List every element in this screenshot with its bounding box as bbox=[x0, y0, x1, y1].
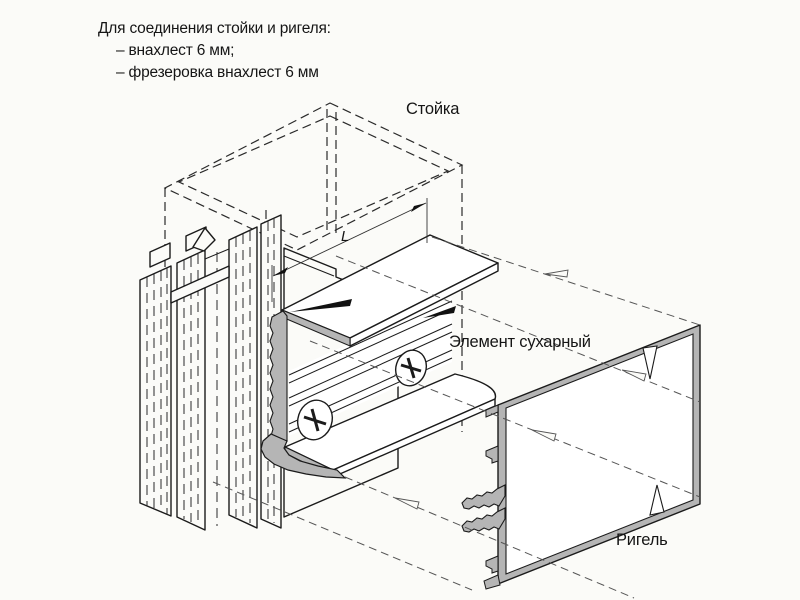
post-profile bbox=[139, 214, 282, 531]
note-line-3: – фрезеровка внахлест 6 мм bbox=[116, 64, 319, 81]
assembly-leaders bbox=[212, 236, 701, 599]
dimension-label: L bbox=[341, 228, 349, 245]
biscuit-element bbox=[260, 234, 499, 479]
profile-tooth bbox=[192, 227, 216, 252]
note-block: Для соединения стойки и ригеля: – внахле… bbox=[98, 20, 331, 81]
profile-top-fin bbox=[149, 242, 171, 268]
serrated-finger bbox=[461, 507, 506, 533]
assembly-arrow bbox=[531, 429, 557, 442]
assembly-arrow bbox=[544, 269, 569, 278]
serrated-finger bbox=[461, 484, 506, 510]
insert-direction-arrow bbox=[423, 306, 456, 318]
label-crossbar: Ригель bbox=[616, 531, 668, 549]
wall-hook bbox=[485, 445, 499, 464]
insert-direction-arrow bbox=[290, 299, 352, 312]
biscuit-cut-face bbox=[269, 310, 288, 442]
biscuit-top-flange bbox=[281, 234, 499, 347]
wall-hook bbox=[485, 555, 499, 574]
wall-foot bbox=[483, 574, 501, 590]
label-post: Стойка bbox=[406, 100, 460, 118]
label-biscuit: Элемент сухарный bbox=[449, 333, 591, 351]
assembly-arrow bbox=[621, 369, 647, 382]
screw-boss-bottom bbox=[649, 484, 665, 516]
screw-boss-top bbox=[642, 345, 658, 380]
wall-top-cap bbox=[485, 404, 499, 418]
assembly-arrow bbox=[394, 497, 420, 510]
dimension-L: L bbox=[271, 198, 428, 302]
phillips-screw-1 bbox=[296, 399, 334, 441]
note-line-1: Для соединения стойки и ригеля: bbox=[98, 20, 331, 37]
profile-arm bbox=[170, 265, 230, 304]
crossbar-profile bbox=[461, 324, 701, 590]
biscuit-cut-face-bottom bbox=[260, 433, 347, 479]
phillips-screw-2 bbox=[394, 349, 428, 387]
note-line-2: – внахлест 6 мм; bbox=[116, 42, 234, 59]
